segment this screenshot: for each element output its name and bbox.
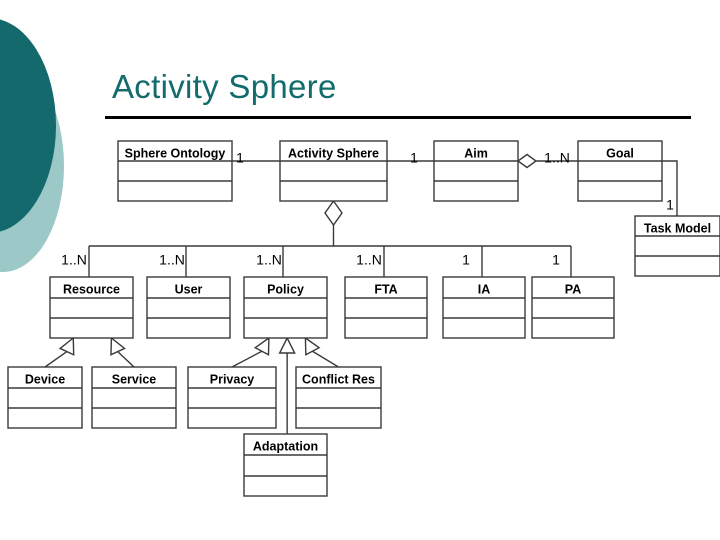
class-box-pa[interactable]: PA [531, 276, 615, 339]
multiplicity-label-layer: 1 1 1..N 1 1..N 1..N 1..N 1..N 1 1 [61, 150, 674, 268]
generalization-privacy-policy [231, 350, 263, 368]
class-name-activity_sphere: Activity Sphere [288, 146, 379, 160]
class-box-policy[interactable]: Policy [243, 276, 328, 339]
generalization-triangle-privacy [253, 336, 270, 356]
title-underline-rule [105, 116, 691, 119]
class-box-service[interactable]: Service [91, 366, 177, 429]
class-name-pa: PA [565, 282, 581, 296]
class-box-task_model[interactable]: Task Model [634, 215, 720, 277]
class-name-policy: Policy [267, 282, 304, 296]
class-name-ia: IA [478, 282, 491, 296]
generalization-device-resource [44, 351, 68, 368]
aggregation-diamond-aim-goal [516, 153, 538, 169]
generalization-triangle-adaptation [278, 336, 296, 354]
class-box-goal[interactable]: Goal [577, 140, 663, 202]
connector-layer [44, 153, 678, 434]
multiplicity-label-m-resource: 1..N [61, 252, 87, 268]
class-name-task_model: Task Model [644, 221, 711, 235]
class-box-conflict_res[interactable]: Conflict Res [295, 366, 382, 429]
class-name-aim: Aim [464, 146, 488, 160]
multiplicity-label-m-aim-goal: 1..N [544, 150, 570, 166]
class-name-resource: Resource [63, 282, 120, 296]
class-name-service: Service [112, 372, 157, 386]
class-box-aim[interactable]: Aim [433, 140, 519, 202]
class-box-user[interactable]: User [146, 276, 231, 339]
class-box-ia[interactable]: IA [442, 276, 526, 339]
generalization-conflict_res-policy [312, 350, 339, 368]
assoc-goal-task [662, 160, 678, 216]
class-box-activity_sphere[interactable]: Activity Sphere [279, 140, 388, 202]
class-box-device[interactable]: Device [7, 366, 83, 429]
class-box-adaptation[interactable]: Adaptation [243, 433, 328, 497]
class-name-sphere_ontology: Sphere Ontology [125, 146, 226, 160]
multiplicity-label-m-ontology-sphere: 1 [236, 150, 244, 166]
multiplicity-label-m-sphere-aim: 1 [410, 150, 418, 166]
class-name-user: User [175, 282, 203, 296]
multiplicity-label-m-pa: 1 [552, 252, 560, 268]
multiplicity-label-m-policy: 1..N [256, 252, 282, 268]
multiplicity-label-m-goal-task: 1 [666, 197, 674, 213]
class-box-fta[interactable]: FTA [344, 276, 428, 339]
generalization-triangle-conflict_res [304, 336, 321, 356]
generalization-service-resource [117, 351, 135, 368]
multiplicity-label-m-ia: 1 [462, 252, 470, 268]
class-name-conflict_res: Conflict Res [302, 372, 375, 386]
aggregation-diamond-sphere-parts [324, 199, 343, 227]
multiplicity-label-m-fta: 1..N [356, 252, 382, 268]
class-name-goal: Goal [606, 146, 634, 160]
class-name-adaptation: Adaptation [253, 439, 318, 453]
multiplicity-label-m-user: 1..N [159, 252, 185, 268]
class-name-privacy: Privacy [210, 372, 255, 386]
class-box-privacy[interactable]: Privacy [187, 366, 277, 429]
class-name-fta: FTA [374, 282, 397, 296]
page-title: Activity Sphere [112, 68, 337, 105]
class-box-layer: Sphere Ontology Activity Sphere Aim GoalTas… [7, 140, 720, 497]
class-box-sphere_ontology[interactable]: Sphere Ontology [117, 140, 233, 202]
class-box-resource[interactable]: Resource [49, 276, 134, 339]
class-name-device: Device [25, 372, 65, 386]
